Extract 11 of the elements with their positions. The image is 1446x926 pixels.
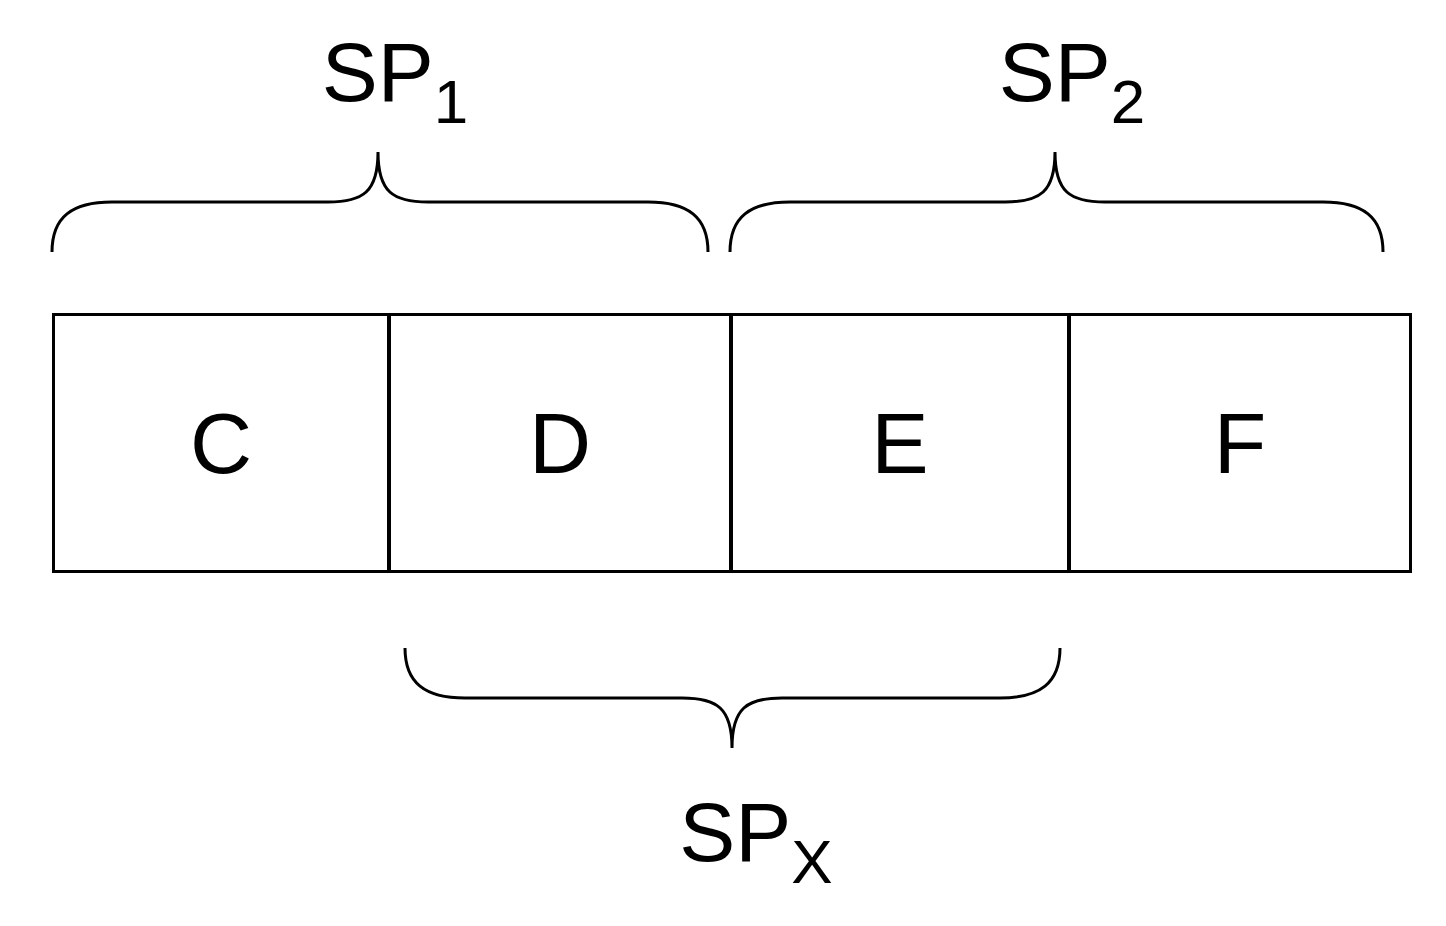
cell-letter: E bbox=[871, 393, 929, 493]
cell-letter: D bbox=[528, 393, 592, 493]
cell-box bbox=[730, 313, 1070, 573]
cell-box bbox=[388, 313, 732, 573]
cell-letter: F bbox=[1213, 393, 1267, 493]
cell-box bbox=[1068, 313, 1412, 573]
span-label: SP$_{2}$ bbox=[998, 30, 1146, 133]
cell-letter: C bbox=[189, 393, 253, 493]
span-label: SP$_{1}$ bbox=[321, 30, 469, 133]
cell-box bbox=[52, 313, 390, 573]
span-label: SP$_{X}$ bbox=[679, 790, 833, 893]
